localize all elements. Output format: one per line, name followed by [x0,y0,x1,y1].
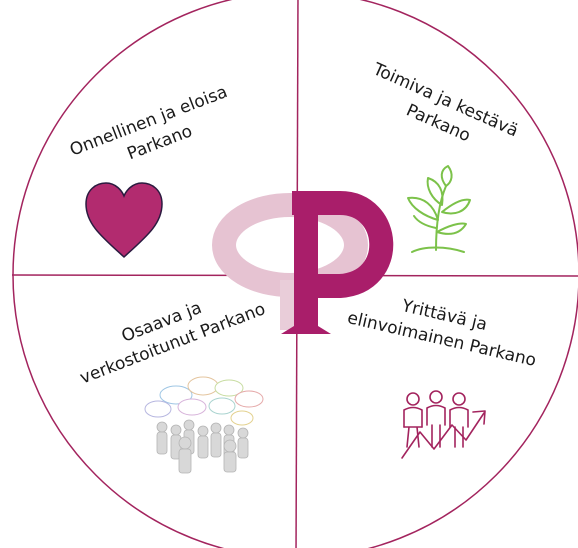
plant-icon [407,165,471,253]
heart-icon [85,182,163,259]
people-growth-arrow-icon [401,390,486,459]
networking-people-icon [144,376,264,474]
parkano-logo [212,191,394,334]
